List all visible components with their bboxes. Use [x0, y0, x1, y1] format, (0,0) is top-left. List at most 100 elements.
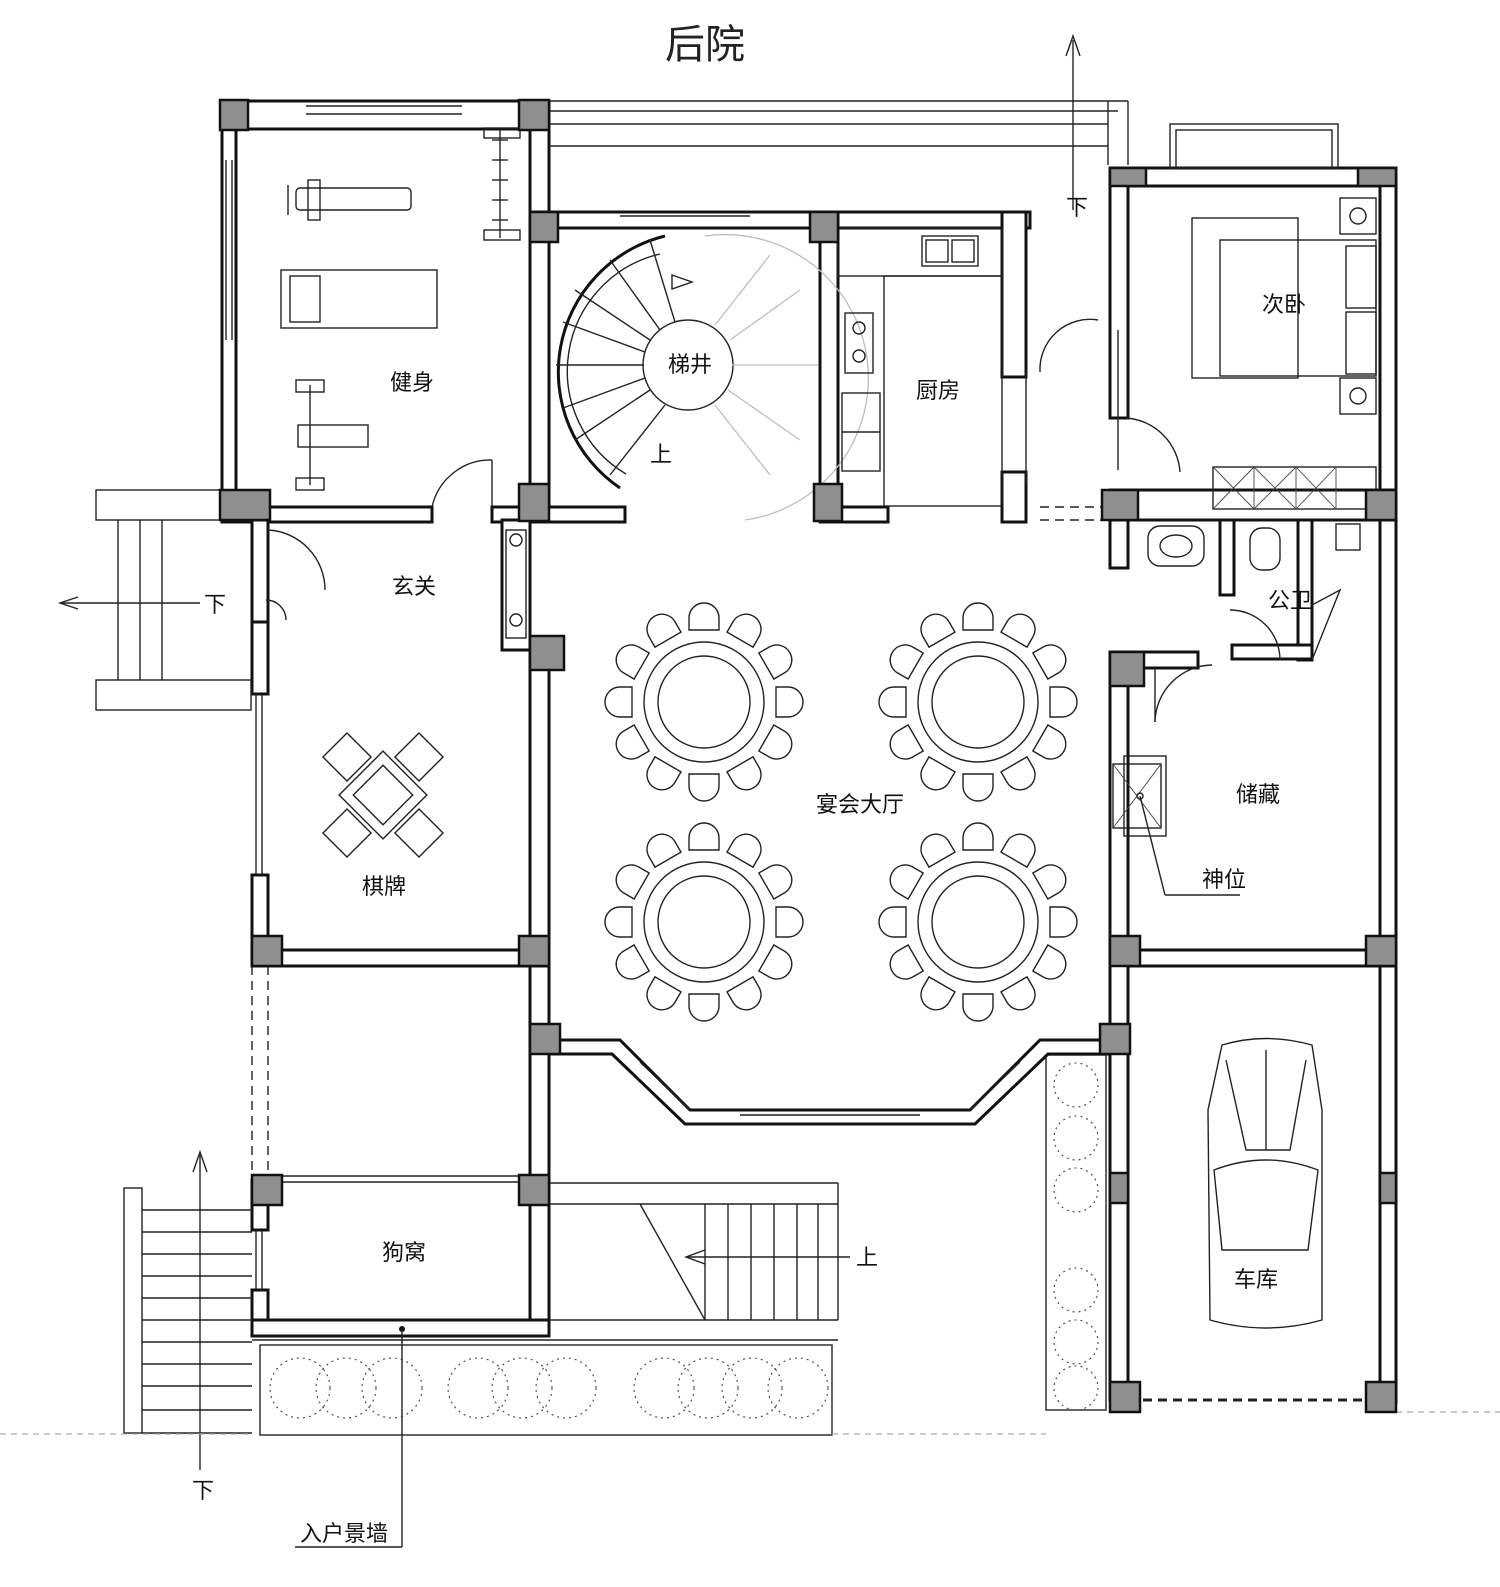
shrub: [535, 1357, 597, 1419]
banquet-chair: [920, 755, 956, 791]
shrub: [315, 1357, 377, 1419]
rear-down-marker: 下: [1066, 196, 1088, 221]
banquet-chair: [1031, 644, 1067, 680]
banquet-chair: [889, 864, 925, 900]
banquet-chair: [726, 975, 762, 1011]
front-planter: [259, 1344, 833, 1436]
banquet-chair: [1031, 864, 1067, 900]
banquet-chair: [962, 602, 994, 631]
shrub: [767, 1357, 829, 1419]
banquet-chair: [775, 686, 804, 718]
wc-walls: [1108, 518, 1361, 662]
banquet-hall-label: 宴会大厅: [816, 793, 904, 818]
gym-equipment: [280, 127, 521, 491]
banquet-chair: [962, 773, 994, 802]
banquet-chair: [1031, 724, 1067, 760]
gym-walls: [220, 99, 551, 524]
banquet-chair: [1049, 906, 1078, 938]
banquet-chair: [646, 755, 682, 791]
banquet-chair: [615, 644, 651, 680]
banquet-chair: [889, 724, 925, 760]
storage-walls: [1108, 650, 1240, 954]
kitchen-fixtures: [837, 227, 1003, 507]
banquet-chair: [920, 833, 956, 869]
banquet-chair: [1000, 833, 1036, 869]
banquet-chair: [726, 833, 762, 869]
entrance-label: 玄关: [392, 575, 436, 600]
banquet-chair: [878, 686, 907, 718]
side-planter: [1045, 1054, 1107, 1411]
banquet-chair: [646, 613, 682, 649]
public-wc-label: 公卫: [1268, 589, 1312, 614]
banquet-chair: [646, 833, 682, 869]
shrub: [491, 1357, 553, 1419]
shrub: [269, 1357, 331, 1419]
stairwell-label: 梯井: [668, 353, 712, 378]
banquet-chair: [615, 864, 651, 900]
banquet-chair: [757, 864, 793, 900]
chess-table-set: [321, 731, 445, 859]
banquet-chair: [688, 602, 720, 631]
garage-label: 车库: [1234, 1268, 1278, 1293]
banquet-chair: [615, 944, 651, 980]
car: [1207, 1037, 1323, 1329]
banquet-chair: [1000, 975, 1036, 1011]
banquet-chair: [920, 975, 956, 1011]
stair-up-marker: 上: [650, 443, 672, 468]
banquet-chair: [1049, 686, 1078, 718]
banquet-chair: [757, 644, 793, 680]
banquet-chair: [1031, 944, 1067, 980]
spiral-stair: [556, 233, 870, 521]
banquet-chair: [688, 993, 720, 1022]
entrance-door-2: [265, 599, 287, 621]
stair-kitchen-walls: [528, 210, 1110, 524]
banquet-chair: [1000, 613, 1036, 649]
kitchen-label: 厨房: [916, 379, 960, 404]
backyard-label: 后院: [665, 22, 745, 68]
banquet-chair: [726, 613, 762, 649]
shrine-label: 神位: [1202, 868, 1246, 893]
banquet-chair: [726, 755, 762, 791]
storage-label: 储藏: [1236, 783, 1280, 808]
bedroom-furniture: [1191, 197, 1377, 510]
front-steps: [549, 1182, 839, 1321]
banquet-chair: [688, 822, 720, 851]
structural-columns: [218, 98, 1398, 1414]
shrub: [361, 1357, 423, 1419]
banquet-chair: [1000, 755, 1036, 791]
entrance-walls: [250, 518, 532, 967]
shrub: [447, 1357, 509, 1419]
second-bedroom-label: 次卧: [1262, 293, 1306, 318]
side-shrubs: [1053, 1062, 1099, 1411]
banquet-chair: [757, 944, 793, 980]
banquet-chairs: [604, 602, 1078, 1022]
banquet-chair: [889, 944, 925, 980]
banquet-chair: [757, 724, 793, 760]
banquet-walls: [528, 648, 1110, 1338]
garage-walls: [1108, 948, 1397, 1402]
left-down-marker: 下: [204, 593, 226, 618]
entry-wall-label: 入户景墙: [300, 1522, 388, 1547]
kennel-label: 狗窝: [382, 1241, 426, 1266]
lower-left-stair: [123, 1187, 252, 1434]
banquet-chair: [604, 906, 633, 938]
terrace-rail: [549, 100, 1129, 165]
lower-left-down-marker: 下: [192, 1479, 214, 1504]
shrub: [721, 1357, 783, 1419]
entrance-door-1: [267, 529, 326, 591]
shrub: [633, 1357, 695, 1419]
banquet-chair: [688, 773, 720, 802]
banquet-chair: [920, 613, 956, 649]
banquet-chair: [775, 906, 804, 938]
banquet-chair: [604, 686, 633, 718]
shrub: [677, 1357, 739, 1419]
gym-door: [431, 459, 493, 508]
banquet-chair: [615, 724, 651, 760]
banquet-chair: [962, 822, 994, 851]
gym-label: 健身: [390, 371, 434, 396]
banquet-tables: [643, 641, 1039, 983]
banquet-chair: [878, 906, 907, 938]
chess-room-label: 棋牌: [362, 875, 406, 900]
front-shrubs: [269, 1357, 829, 1419]
